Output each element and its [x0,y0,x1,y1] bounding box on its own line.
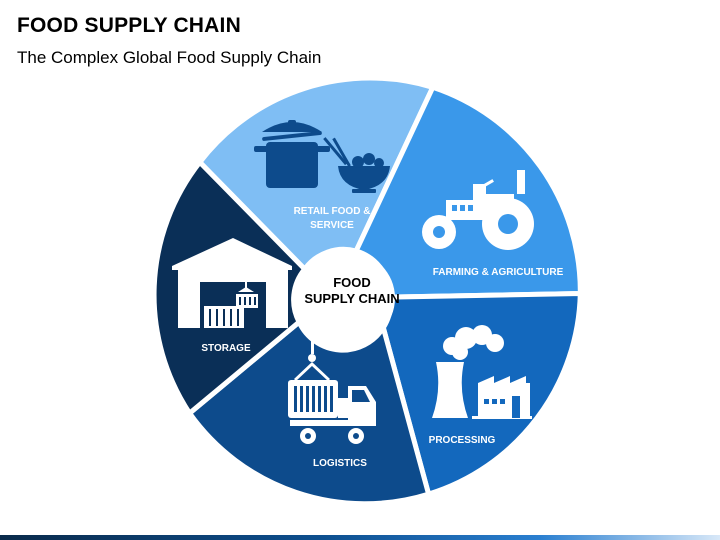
segment-label-logistics: LOGISTICS [313,458,367,469]
page-title: FOOD SUPPLY CHAIN [17,14,241,37]
segment-storage [151,158,309,417]
page-subtitle: The Complex Global Food Supply Chain [17,48,322,67]
tractor-icon [422,170,534,250]
segment-label-retail-line1: RETAIL FOOD & [294,206,371,217]
center-label-line2: SUPPLY CHAIN [304,291,399,306]
segment-label-processing: PROCESSING [429,435,496,446]
segment-label-retail-line2: SERVICE [310,220,354,231]
bottom-accent-bar [0,535,720,540]
segment-label-farming: FARMING & AGRICULTURE [433,267,564,278]
factory-icon [432,325,532,419]
segment-label-storage: STORAGE [201,343,251,354]
center-hub [303,252,395,344]
center-label-line1: FOOD [333,275,371,290]
cooking-pot-and-bowl-icon [254,120,390,193]
warehouse-icon [172,238,292,328]
cargo-truck-icon [288,340,376,444]
